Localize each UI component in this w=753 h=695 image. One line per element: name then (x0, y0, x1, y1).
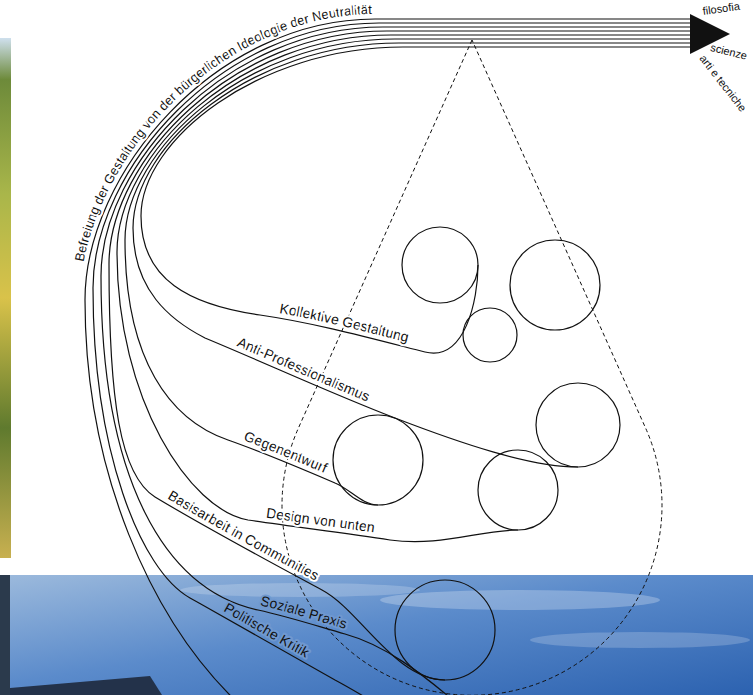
cloud (380, 590, 660, 610)
curve-label: Design von unten (265, 505, 375, 536)
flow-line (133, 43, 690, 467)
cloud (180, 583, 420, 597)
circle (333, 415, 423, 505)
arrow-label: filosofia (702, 1, 740, 17)
flow-line (93, 23, 690, 695)
dashed-drop (282, 40, 662, 695)
arrow-label: arti e tecniche (697, 53, 748, 114)
photo-strip (0, 575, 10, 695)
arrow-label: scienze (709, 42, 748, 62)
photo-strip (0, 38, 11, 558)
cloud (530, 632, 750, 648)
flow-line (117, 35, 690, 542)
circle (402, 227, 478, 303)
circle (510, 240, 600, 330)
circles (333, 227, 620, 680)
flow-line (141, 47, 690, 353)
curve-label: Kollektive Gestaltung (278, 300, 410, 345)
circle (536, 383, 620, 467)
circle (395, 580, 495, 680)
flow-line (101, 27, 690, 695)
flow-line (85, 19, 690, 695)
circle (478, 450, 558, 530)
curve-label: Gegenentwurf (242, 428, 330, 476)
flow-lines (85, 19, 690, 695)
curve-label: Politische Kritik (222, 600, 313, 661)
curve-label: Befreiung der Gestaltung von der bürgerl… (72, 2, 372, 263)
curve-label: Basisarbeit in Communities (165, 487, 321, 583)
flow-line (109, 31, 690, 680)
sky-photo (10, 575, 753, 695)
roof-shape (10, 676, 162, 695)
circle (463, 308, 517, 362)
flow-line (125, 39, 690, 505)
curve-label: Anti-Professionalismus (235, 334, 372, 405)
